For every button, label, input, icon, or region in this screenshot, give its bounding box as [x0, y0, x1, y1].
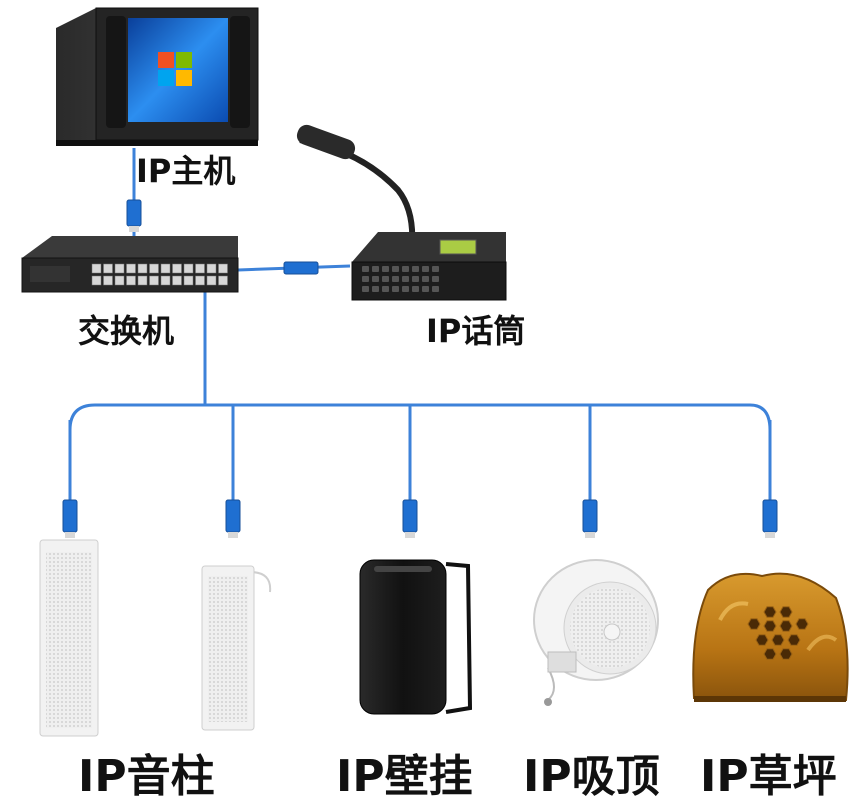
connector-lawn	[762, 499, 778, 533]
microphone-key	[362, 266, 369, 272]
microphone-key	[402, 266, 409, 272]
switch-port	[103, 275, 113, 286]
switch-port	[206, 263, 217, 274]
ip-ceiling-speaker-label: IP吸顶	[523, 751, 660, 802]
ip-host-label: IP主机	[136, 152, 236, 190]
lawn-grille-hole	[763, 606, 777, 618]
switch-port	[218, 263, 228, 274]
microphone-key	[382, 266, 389, 272]
switch-port	[137, 275, 148, 286]
network-cables	[68, 148, 772, 505]
microphone-key	[362, 276, 369, 282]
switch-port	[91, 275, 102, 286]
switch-port	[149, 275, 159, 286]
connector-wall	[402, 499, 418, 533]
connector-ceiling	[582, 499, 598, 533]
switch-port	[206, 275, 217, 286]
microphone-key	[402, 286, 409, 292]
wall-speaker	[359, 559, 473, 715]
switch-port	[195, 263, 205, 274]
switch-port	[183, 263, 194, 274]
microphone-key	[362, 286, 369, 292]
switch-port	[103, 263, 113, 274]
switch-ports	[91, 263, 228, 286]
ip-wall-speaker-label: IP壁挂	[336, 751, 473, 802]
switch-port	[126, 263, 136, 274]
lawn-grille-hole	[763, 620, 777, 632]
lawn-grille-hole	[787, 634, 801, 646]
switch-port	[114, 263, 125, 274]
microphone-key	[412, 286, 419, 292]
lawn-grille-hole	[795, 618, 809, 630]
switch-port	[137, 263, 148, 274]
microphone-key	[392, 286, 399, 292]
ip-column-speaker-label: IP音柱	[78, 751, 215, 802]
connector-microphone	[283, 261, 319, 275]
connector-column-2	[225, 499, 241, 533]
lawn-grille-hole	[779, 606, 793, 618]
switch-port	[172, 275, 182, 286]
microphone-key	[372, 266, 379, 272]
switch-port	[183, 275, 194, 286]
cable-bus	[68, 403, 772, 431]
microphone-key	[402, 276, 409, 282]
microphone-key	[432, 276, 439, 282]
lawn-grille-hole	[779, 620, 793, 632]
lawn-grille-hole	[779, 648, 793, 660]
microphone-key	[372, 276, 379, 282]
ip-lawn-speaker-label: IP草坪	[700, 751, 837, 802]
microphone-key	[382, 276, 389, 282]
microphone-key	[392, 276, 399, 282]
lawn-grille-hole	[755, 634, 769, 646]
connector-tips	[65, 226, 775, 538]
microphone-key	[432, 266, 439, 272]
microphone-key	[372, 286, 379, 292]
microphone-key	[412, 266, 419, 272]
switch-port	[195, 275, 205, 286]
network-switch-device	[21, 236, 239, 293]
switch-port	[160, 275, 171, 286]
column-speaker-2	[201, 565, 272, 731]
connector-host	[126, 199, 142, 227]
connector-column-1	[62, 499, 78, 533]
ceiling-speaker	[533, 559, 659, 706]
ip-host-device	[56, 7, 259, 146]
switch-port	[172, 263, 182, 274]
switch-port	[91, 263, 102, 274]
microphone-key	[422, 276, 429, 282]
lawn-speaker	[692, 572, 849, 702]
microphone-key	[412, 276, 419, 282]
lawn-speaker-grille	[747, 606, 809, 660]
lawn-grille-hole	[763, 648, 777, 660]
switch-port	[114, 275, 125, 286]
microphone-key	[432, 286, 439, 292]
lawn-grille-hole	[747, 618, 761, 630]
switch-port	[126, 275, 136, 286]
microphone-keypad	[362, 266, 439, 292]
ip-microphone-device	[296, 124, 507, 301]
microphone-key	[382, 286, 389, 292]
ip-microphone-label: IP话筒	[426, 312, 526, 350]
switch-port	[218, 275, 228, 286]
lawn-grille-hole	[771, 634, 785, 646]
microphone-key	[392, 266, 399, 272]
switch-label: 交换机	[78, 312, 175, 350]
column-speaker-1	[39, 539, 99, 737]
switch-port	[160, 263, 171, 274]
microphone-key	[422, 266, 429, 272]
microphone-key	[422, 286, 429, 292]
switch-port	[149, 263, 159, 274]
